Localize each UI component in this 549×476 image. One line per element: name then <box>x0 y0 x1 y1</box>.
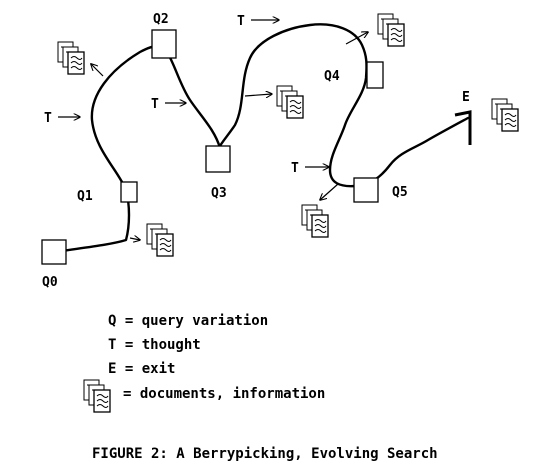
documents-icon <box>377 13 405 47</box>
thought-marker: T <box>291 161 299 176</box>
query-label-q2: Q2 <box>153 12 169 27</box>
thought-marker: T <box>237 14 245 29</box>
query-box-q1 <box>120 181 138 203</box>
search-path <box>46 23 470 255</box>
legend-documents: = documents, information <box>123 386 325 402</box>
query-box-q5 <box>353 177 379 203</box>
figure-caption: FIGURE 2: A Berrypicking, Evolving Searc… <box>92 446 438 462</box>
legend-exit: E = exit <box>108 361 175 377</box>
query-label-q5: Q5 <box>392 185 408 200</box>
legend-thought: T = thought <box>108 337 201 353</box>
query-label-q1: Q1 <box>77 189 93 204</box>
query-label-q4: Q4 <box>324 69 340 84</box>
exit-arrowhead <box>454 110 472 145</box>
docs-arrow <box>345 32 368 45</box>
query-box-q4 <box>366 61 384 89</box>
query-label-q0: Q0 <box>42 275 58 290</box>
docs-arrow <box>129 238 140 240</box>
docs-arrow <box>320 183 339 200</box>
query-box-q3 <box>205 145 231 173</box>
query-box-q2 <box>151 29 177 59</box>
documents-icon <box>301 204 329 238</box>
documents-icon <box>146 223 174 257</box>
thought-marker: T <box>151 97 159 112</box>
query-box-q0 <box>41 239 67 265</box>
docs-arrow <box>91 64 104 77</box>
legend-query: Q = query variation <box>108 313 268 329</box>
documents-icon <box>57 41 85 75</box>
query-label-q3: Q3 <box>211 186 227 201</box>
documents-icon <box>276 85 304 119</box>
docs-arrow <box>244 94 272 96</box>
documents-icon <box>491 98 519 132</box>
exit-marker: E <box>462 90 470 105</box>
legend-documents-icon <box>83 379 111 413</box>
thought-marker: T <box>44 111 52 126</box>
